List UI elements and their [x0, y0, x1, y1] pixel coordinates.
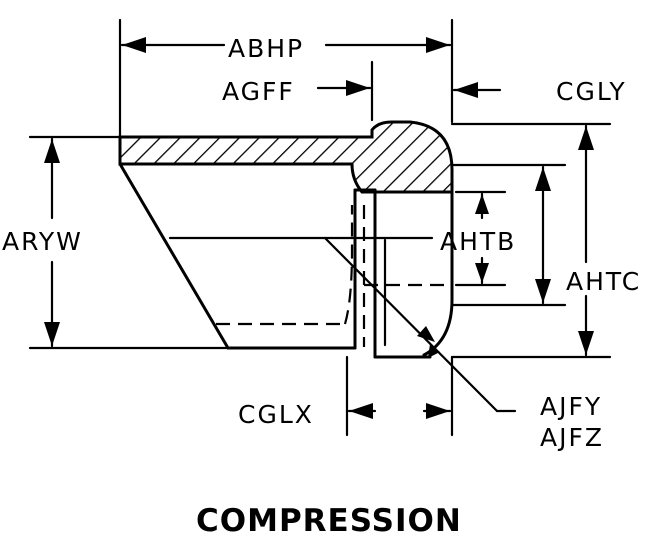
- abhp-label: ABHP: [228, 34, 304, 63]
- ahtb-label: AHTB: [440, 227, 516, 256]
- ajfy-leader: [323, 236, 517, 413]
- ahtc-label: AHTC: [566, 267, 641, 296]
- abhp-dimension: [120, 37, 452, 53]
- diagram-caption: COMPRESSION: [196, 503, 462, 539]
- aryw-label: ARYW: [2, 227, 83, 256]
- agff-label: AGFF: [222, 77, 295, 106]
- ajfy-label: AJFY: [540, 392, 602, 421]
- aryw-dimension: [44, 137, 60, 348]
- hatched-section: [118, 120, 454, 194]
- agff-dimension: [316, 80, 372, 96]
- cglx-label: CGLX: [238, 400, 314, 429]
- cgly-label: CGLY: [556, 77, 627, 106]
- hidden-lines: [216, 205, 450, 347]
- cglx-dimension: [347, 403, 452, 419]
- extension-lines: [28, 18, 612, 437]
- inner-vertical-dimension: [535, 165, 551, 305]
- ahtc-dimension: [578, 124, 594, 357]
- ajfz-label: AJFZ: [540, 423, 604, 452]
- ahtb-dimension: [475, 192, 489, 285]
- cgly-dimension: [452, 82, 502, 98]
